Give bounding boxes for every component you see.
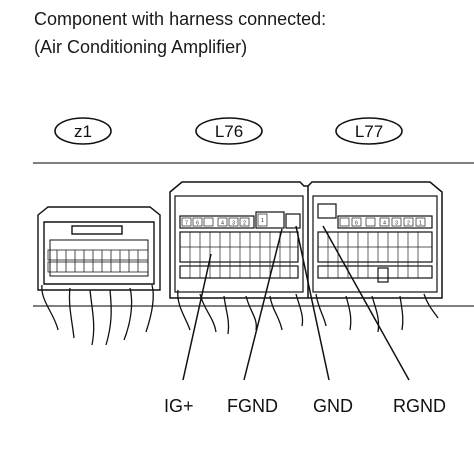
connector-z1 (37, 206, 161, 291)
svg-text:3: 3 (395, 221, 398, 227)
leader-fgnd (243, 228, 283, 381)
svg-text:2: 2 (407, 221, 410, 227)
caption-line-1: Component with harness connected: (34, 9, 327, 29)
svg-text:3: 3 (232, 221, 235, 227)
svg-text:1: 1 (419, 221, 422, 227)
terminal-label-ig-plus: IG+ (164, 396, 194, 416)
z1-pin-grid (47, 249, 149, 273)
svg-text:4: 4 (221, 221, 224, 227)
svg-text:4: 4 (383, 221, 386, 227)
l76-pin-grid (180, 232, 298, 278)
connector-l77 (312, 195, 438, 293)
connector-label-z1: z1 (54, 117, 112, 145)
terminal-label-fgnd: FGND (227, 396, 278, 416)
terminal-label-gnd: GND (313, 396, 353, 416)
terminal-label-rgnd: RGND (393, 396, 446, 416)
svg-text:7: 7 (185, 221, 188, 227)
connector-id-l77: L77 (355, 122, 383, 141)
connector-id-z1: z1 (74, 122, 92, 141)
connector-label-l76: L76 (195, 117, 263, 145)
l77-top-pins: 6 4 3 2 1 (339, 217, 426, 227)
l77-pin-grid (318, 232, 432, 278)
z1-harness-wires (41, 284, 154, 346)
leader-gnd (295, 225, 330, 381)
svg-text:6: 6 (196, 221, 199, 227)
connector-label-l77: L77 (335, 117, 403, 145)
svg-text:6: 6 (355, 221, 358, 227)
connector-l76-l77-housing (169, 181, 443, 299)
connector-l76 (174, 195, 304, 293)
leader-ig-plus (182, 253, 212, 381)
leader-rgnd (322, 225, 410, 381)
l76-top-pins: 7 6 4 3 2 1 (181, 213, 268, 227)
caption-line-2: (Air Conditioning Amplifier) (34, 37, 248, 57)
svg-text:2: 2 (243, 221, 246, 227)
svg-text:1: 1 (261, 218, 264, 224)
terminal-leader-lines (182, 225, 410, 381)
connector-id-l76: L76 (215, 122, 243, 141)
